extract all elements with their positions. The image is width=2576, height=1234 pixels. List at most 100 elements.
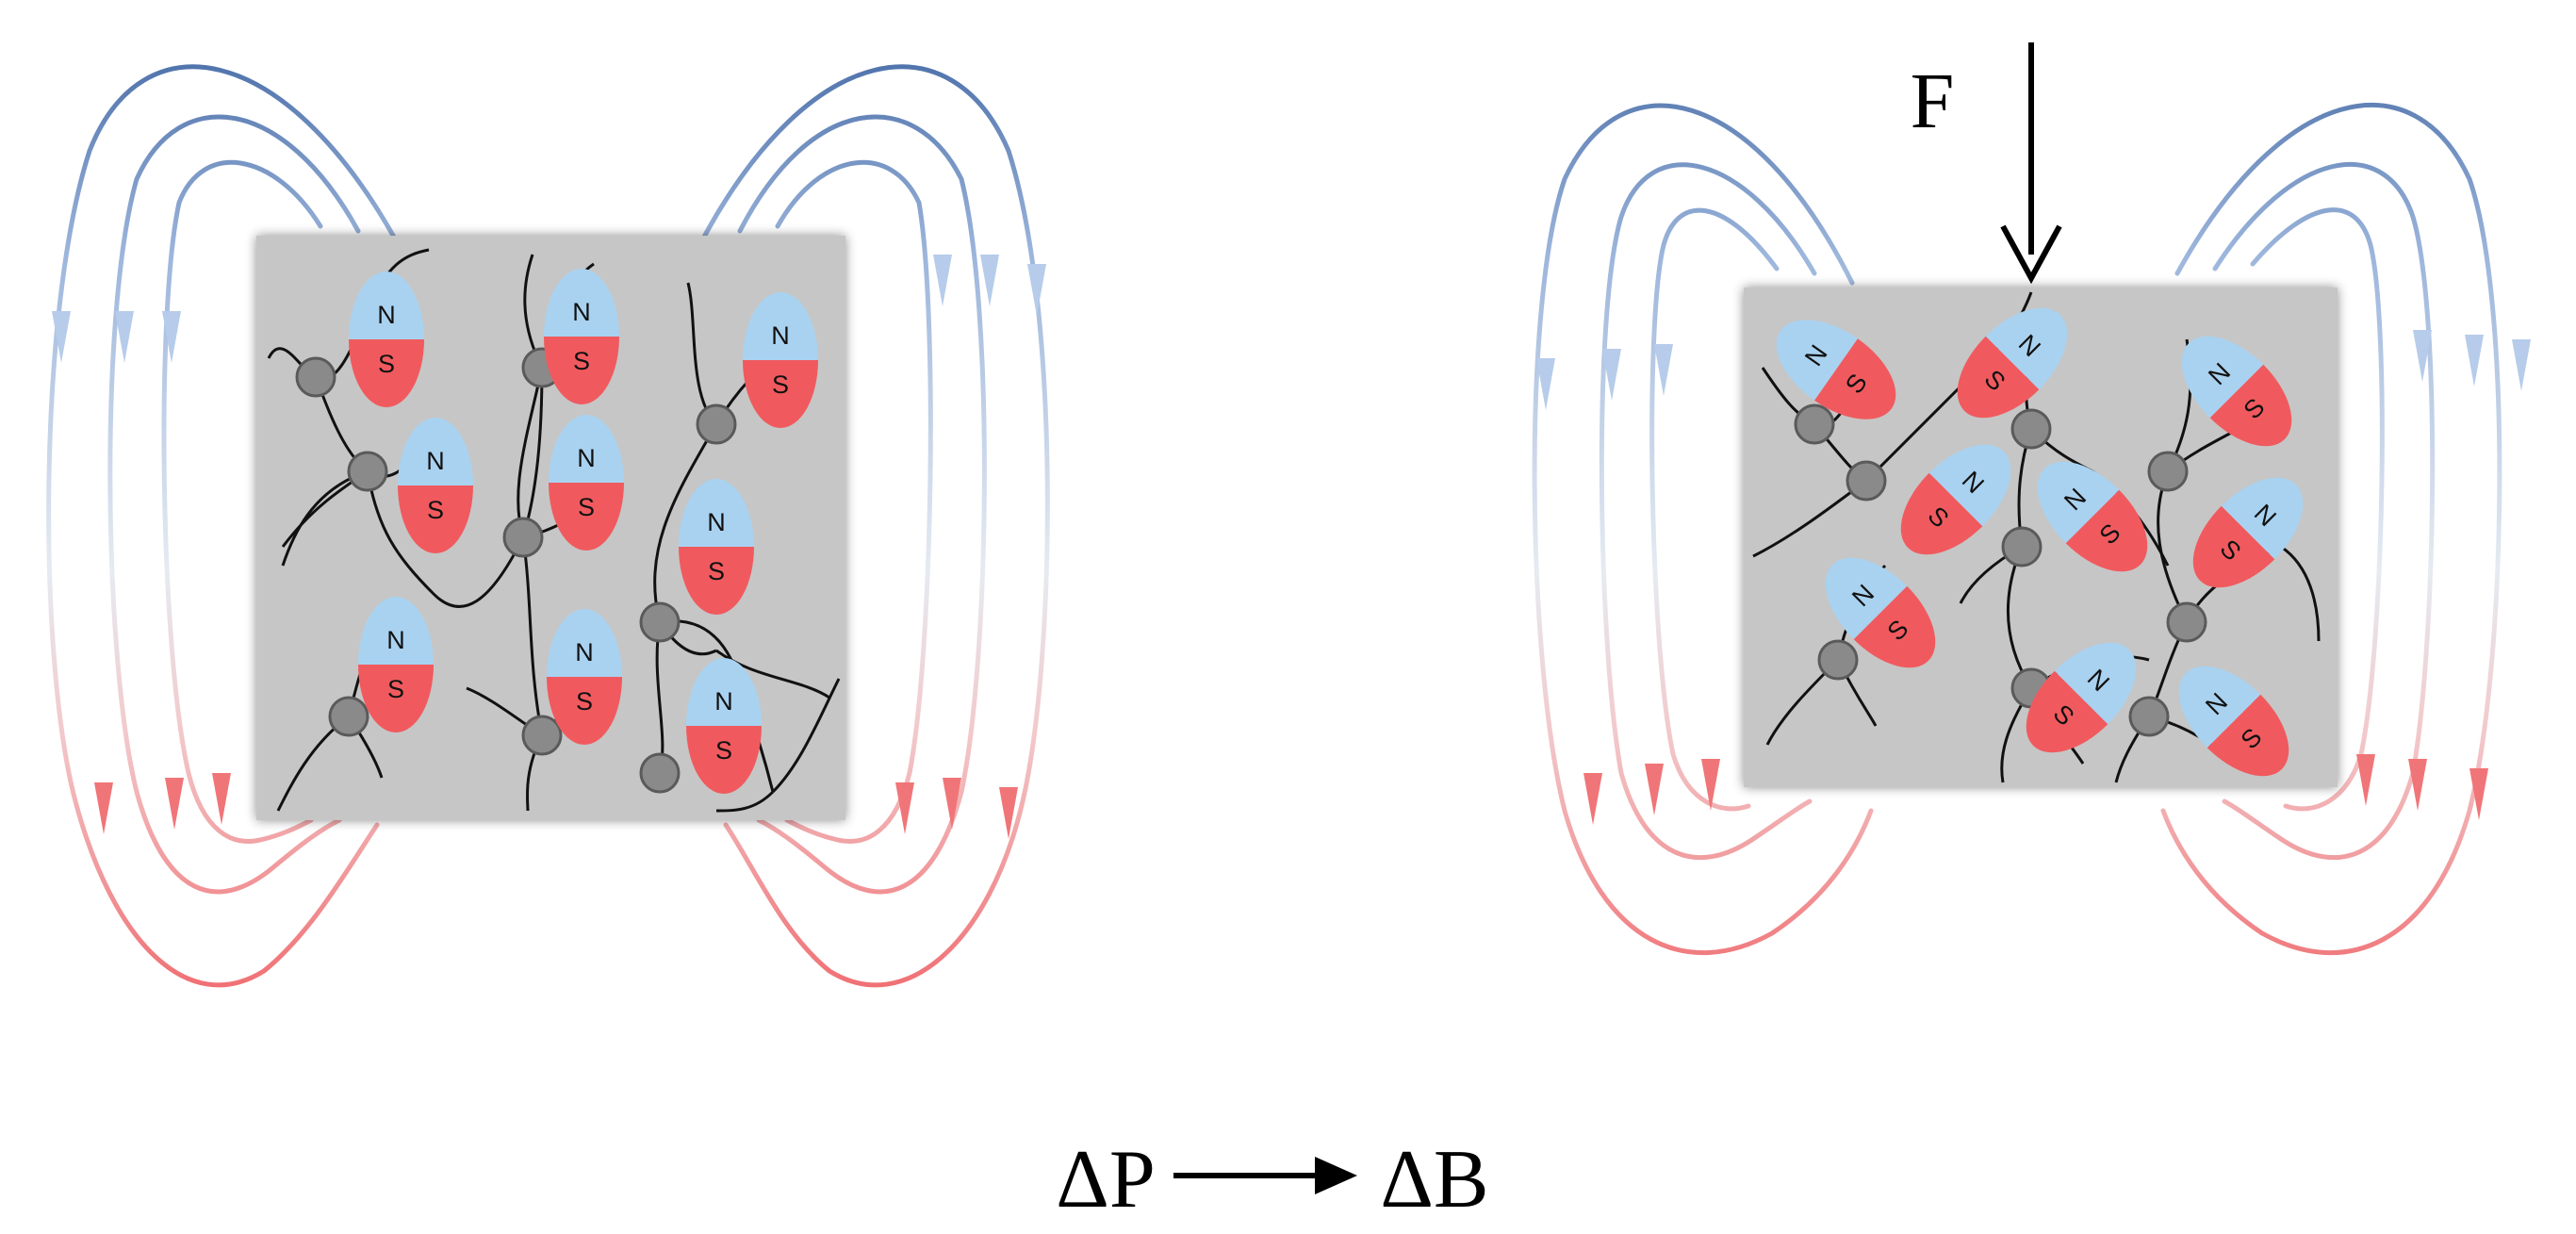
magnetic-dipole-icon: NS: [2037, 461, 2148, 572]
north-pole: [2221, 477, 2304, 560]
magnetic-dipole-icon: NS: [679, 479, 754, 615]
crosslink-node-icon: [347, 451, 388, 492]
field-change-label: ΔB: [1380, 1134, 1488, 1226]
south-label: S: [387, 675, 404, 703]
north-label: N: [714, 687, 733, 716]
magnetic-dipole-icon: NS: [1776, 320, 1896, 420]
magnetic-field-lines-left: [46, 64, 1050, 988]
magnetic-dipole-icon: NS: [547, 609, 622, 745]
magnetic-dipole-icon: NS: [398, 418, 473, 553]
north-label: N: [572, 298, 591, 326]
magnetic-dipole-icon: NS: [549, 415, 624, 551]
magnetic-dipole-icon: NS: [544, 269, 619, 404]
crosslink-node-icon: [1817, 639, 1859, 681]
field-direction-arrow-icon: [1536, 330, 2531, 825]
north-pole: [2181, 336, 2264, 419]
south-label: S: [772, 370, 789, 399]
south-label: S: [576, 687, 593, 716]
north-pole: [2054, 642, 2137, 725]
north-pole: [1825, 557, 1908, 640]
magnetic-dipole-icon: NS: [358, 597, 434, 732]
north-pole: [743, 292, 818, 360]
south-label: S: [573, 347, 590, 375]
arrow-right-icon: [1173, 1157, 1357, 1194]
crosslink-nodes-left: [295, 347, 737, 794]
north-label: N: [771, 321, 790, 350]
north-pole: [2178, 666, 2261, 749]
south-label: S: [708, 557, 725, 585]
magnetic-dipole-icon: NS: [686, 658, 762, 794]
force-arrow-icon: [2000, 42, 2062, 285]
south-label: S: [427, 496, 444, 524]
south-pole: [1957, 336, 2040, 419]
north-pole: [1928, 444, 2011, 527]
crosslink-nodes-right: [1794, 403, 2207, 737]
magnetic-dipole-icon: NS: [1957, 307, 2068, 419]
north-label: N: [386, 626, 405, 654]
north-pole: [1776, 320, 1858, 401]
magnetic-dipole-icon: NS: [1900, 444, 2011, 555]
north-label: N: [707, 508, 726, 536]
south-pole: [679, 547, 754, 615]
crosslink-node-icon: [639, 601, 681, 643]
crosslink-node-icon: [639, 752, 681, 794]
crosslink-node-icon: [2166, 601, 2207, 643]
south-pole: [743, 360, 818, 428]
crosslink-node-icon: [521, 715, 563, 756]
south-pole: [2207, 694, 2289, 777]
south-pole: [686, 726, 762, 794]
crosslink-node-icon: [1846, 460, 1887, 502]
relation-caption: ΔP ΔB: [1056, 1134, 1488, 1226]
north-label: N: [426, 447, 445, 475]
force-label: F: [1911, 58, 1955, 145]
north-pole: [547, 609, 622, 677]
north-label: N: [377, 301, 396, 329]
south-pole: [1900, 472, 1983, 555]
north-pole: [2037, 461, 2120, 544]
south-pole: [1853, 585, 1936, 668]
north-pole: [679, 479, 754, 547]
south-pole: [549, 483, 624, 551]
south-pole: [1814, 338, 1896, 420]
north-pole: [549, 415, 624, 483]
crosslink-node-icon: [696, 403, 737, 445]
crosslink-node-icon: [295, 356, 336, 398]
north-label: N: [575, 638, 594, 666]
magnetic-dipole-icon: NS: [2026, 642, 2137, 753]
north-pole: [349, 271, 424, 339]
magnetic-dipole-icon: NS: [349, 271, 424, 407]
crosslink-node-icon: [502, 517, 544, 558]
north-pole: [1985, 307, 2068, 390]
crosslink-node-icon: [328, 696, 369, 737]
south-pole: [2026, 670, 2108, 753]
crosslink-node-icon: [2001, 526, 2043, 568]
south-label: S: [715, 736, 732, 765]
field-direction-arrow-icon: [52, 255, 1046, 839]
magnetic-dipole-icon: NS: [2181, 336, 2292, 447]
south-pole: [398, 485, 473, 553]
south-pole: [2209, 364, 2292, 447]
south-label: S: [378, 350, 395, 378]
south-pole: [358, 665, 434, 732]
magnetic-dipole-icon: NS: [743, 292, 818, 428]
pressure-change-label: ΔP: [1056, 1134, 1156, 1226]
magnetic-field-lines-right: [1532, 102, 2502, 956]
crosslink-node-icon: [2128, 696, 2170, 737]
magnetic-dipole-icon: NS: [2192, 477, 2304, 588]
south-pole: [349, 339, 424, 407]
north-pole: [358, 597, 434, 665]
south-pole: [2065, 489, 2148, 572]
south-pole: [2192, 505, 2275, 588]
magnetic-dipole-icon: NS: [1825, 557, 1936, 668]
crosslink-node-icon: [1794, 403, 1835, 445]
north-pole: [686, 658, 762, 726]
crosslink-node-icon: [2010, 408, 2052, 450]
north-pole: [544, 269, 619, 337]
south-pole: [544, 337, 619, 404]
south-label: S: [578, 493, 595, 521]
